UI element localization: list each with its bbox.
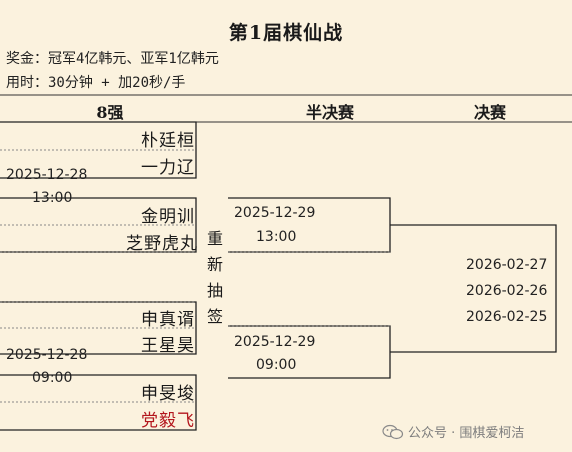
page-title: 第1届棋仙战 (228, 22, 344, 44)
column-header-semi: 半决赛 (305, 103, 354, 122)
column-header-final: 决赛 (473, 103, 506, 122)
qf4-player-2: 党毅飞 (141, 411, 195, 431)
qf1-player-2: 一力辽 (141, 158, 195, 178)
watermark-text: 公众号 · 围棋爱柯洁 (408, 426, 525, 441)
time-control-info: 用时：30分钟 + 加20秒/手 (6, 75, 186, 91)
qf3-player-2: 王星昊 (141, 336, 195, 356)
qf2-player-1: 金明训 (141, 207, 195, 227)
column-header-r8: 8强 (96, 103, 124, 122)
wechat-icon (382, 424, 404, 439)
redraw-char-3: 抽 (206, 281, 223, 300)
redraw-char-1: 重 (206, 229, 223, 248)
redraw-char-4: 签 (206, 307, 223, 326)
prize-info: 奖金：冠军4亿韩元、亚军1亿韩元 (6, 51, 219, 67)
qf4-player-1: 申旻埈 (141, 384, 195, 404)
sf1-date: 2025-12-29 (234, 205, 316, 221)
qf-group-b-date: 2025-12-28 (6, 347, 88, 363)
final-date-3: 2026-02-25 (466, 309, 548, 325)
qf-match-1-box (0, 121, 197, 179)
qf-group-a-time: 13:00 (32, 190, 73, 206)
sf1-time: 13:00 (256, 229, 297, 245)
qf-group-b-time: 09:00 (32, 370, 73, 386)
qf1-player-1: 朴廷桓 (141, 131, 195, 151)
final-date-1: 2026-02-27 (466, 257, 548, 273)
final-date-2: 2026-02-26 (466, 283, 548, 299)
qf3-player-1: 申真谞 (141, 310, 195, 330)
sf2-date: 2025-12-29 (234, 334, 316, 350)
final-bracket (390, 224, 557, 353)
watermark: 公众号 · 围棋爱柯洁 (382, 422, 524, 441)
redraw-note: 重 新 抽 签 (204, 226, 226, 330)
sf2-time: 09:00 (256, 357, 297, 373)
qf-group-a-date: 2025-12-28 (6, 167, 88, 183)
qf-match-4-box (0, 374, 197, 431)
redraw-char-2: 新 (206, 255, 223, 274)
qf2-player-2: 芝野虎丸 (126, 234, 198, 254)
